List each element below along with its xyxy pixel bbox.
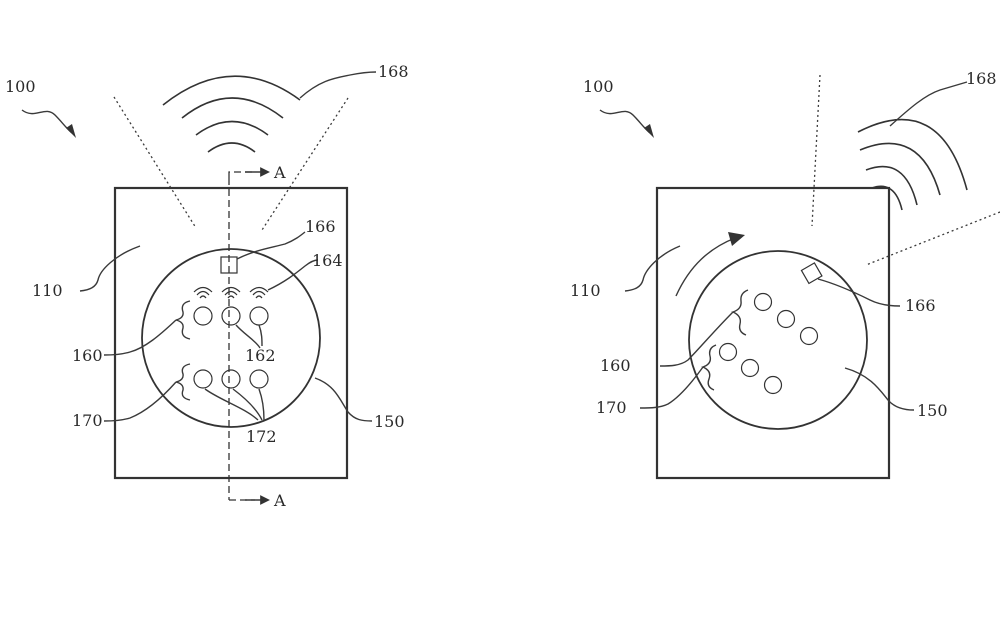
left-section-line-top xyxy=(228,171,255,178)
right-figure: 100 168 166 xyxy=(570,69,1000,480)
left-ref-172: 172 xyxy=(246,427,277,446)
left-ref-162-leader-b xyxy=(258,324,263,347)
right-ref-168-leader xyxy=(889,81,968,127)
left-ref-100-arrowhead xyxy=(66,124,76,138)
right-rotation-arrowhead xyxy=(728,232,745,246)
left-fov-line-right xyxy=(261,97,349,231)
left-figure: 100 168 A A 166 xyxy=(5,62,409,510)
right-brace-160 xyxy=(731,289,749,336)
left-marker xyxy=(220,256,238,274)
left-ref-172-leader-c xyxy=(258,388,265,421)
right-ref-170-leader xyxy=(639,366,704,409)
right-ref-160: 160 xyxy=(600,356,631,375)
left-disc xyxy=(141,248,321,428)
right-brace-170 xyxy=(701,344,717,391)
right-ref-166-leader xyxy=(817,278,901,307)
left-ref-170-leader xyxy=(103,381,177,422)
left-ref-150: 150 xyxy=(374,412,405,431)
left-brace-170 xyxy=(175,363,191,401)
left-ref-110-leader xyxy=(79,245,141,292)
right-housing xyxy=(655,186,891,480)
right-upper-elements xyxy=(753,292,819,346)
right-ref-150-leader xyxy=(844,367,915,411)
left-ref-150-leader xyxy=(314,377,373,422)
left-ref-162: 162 xyxy=(245,346,276,365)
left-ref-172-leader-a xyxy=(204,388,259,421)
left-ref-168: 168 xyxy=(378,62,409,81)
left-upper-elements xyxy=(193,306,269,326)
left-brace-160 xyxy=(175,300,191,340)
right-marker xyxy=(800,262,823,285)
right-ref-150: 150 xyxy=(917,401,948,420)
left-fov-line-left xyxy=(113,96,197,229)
left-indicators xyxy=(193,286,269,299)
left-section-label-top: A xyxy=(273,163,286,182)
right-ref-100-arrowhead xyxy=(644,124,654,138)
left-lower-elements xyxy=(193,369,269,389)
left-section-label-bottom: A xyxy=(273,491,286,510)
right-ref-100-arrow xyxy=(599,109,651,134)
left-ref-166-leader xyxy=(236,231,306,260)
left-ref-110: 110 xyxy=(32,281,63,300)
left-signal-waves xyxy=(162,75,301,153)
left-ref-100: 100 xyxy=(5,77,36,96)
right-ref-160-leader xyxy=(659,311,734,367)
right-signal-waves xyxy=(857,118,968,211)
left-ref-160: 160 xyxy=(72,346,103,365)
left-housing xyxy=(113,186,349,480)
left-ref-164-leader xyxy=(267,259,319,291)
left-ref-160-leader xyxy=(103,319,177,356)
left-ref-168-leader xyxy=(299,71,377,99)
right-ref-168: 168 xyxy=(966,69,997,88)
right-fov-line-right xyxy=(865,211,1000,266)
right-ref-110-leader xyxy=(624,245,681,292)
right-lower-elements xyxy=(718,342,783,395)
right-disc xyxy=(688,250,868,430)
left-ref-162-leader-a xyxy=(235,324,261,349)
right-ref-166: 166 xyxy=(905,296,936,315)
left-ref-172-leader-b xyxy=(232,388,263,421)
right-ref-100: 100 xyxy=(583,77,614,96)
left-ref-164: 164 xyxy=(312,251,343,270)
right-ref-110: 110 xyxy=(570,281,601,300)
left-ref-170: 170 xyxy=(72,411,103,430)
right-rotation-arrow xyxy=(675,237,736,297)
left-ref-166: 166 xyxy=(305,217,336,236)
right-fov-line-left xyxy=(811,74,821,227)
left-ref-100-arrow xyxy=(21,109,73,134)
right-ref-170: 170 xyxy=(596,398,627,417)
